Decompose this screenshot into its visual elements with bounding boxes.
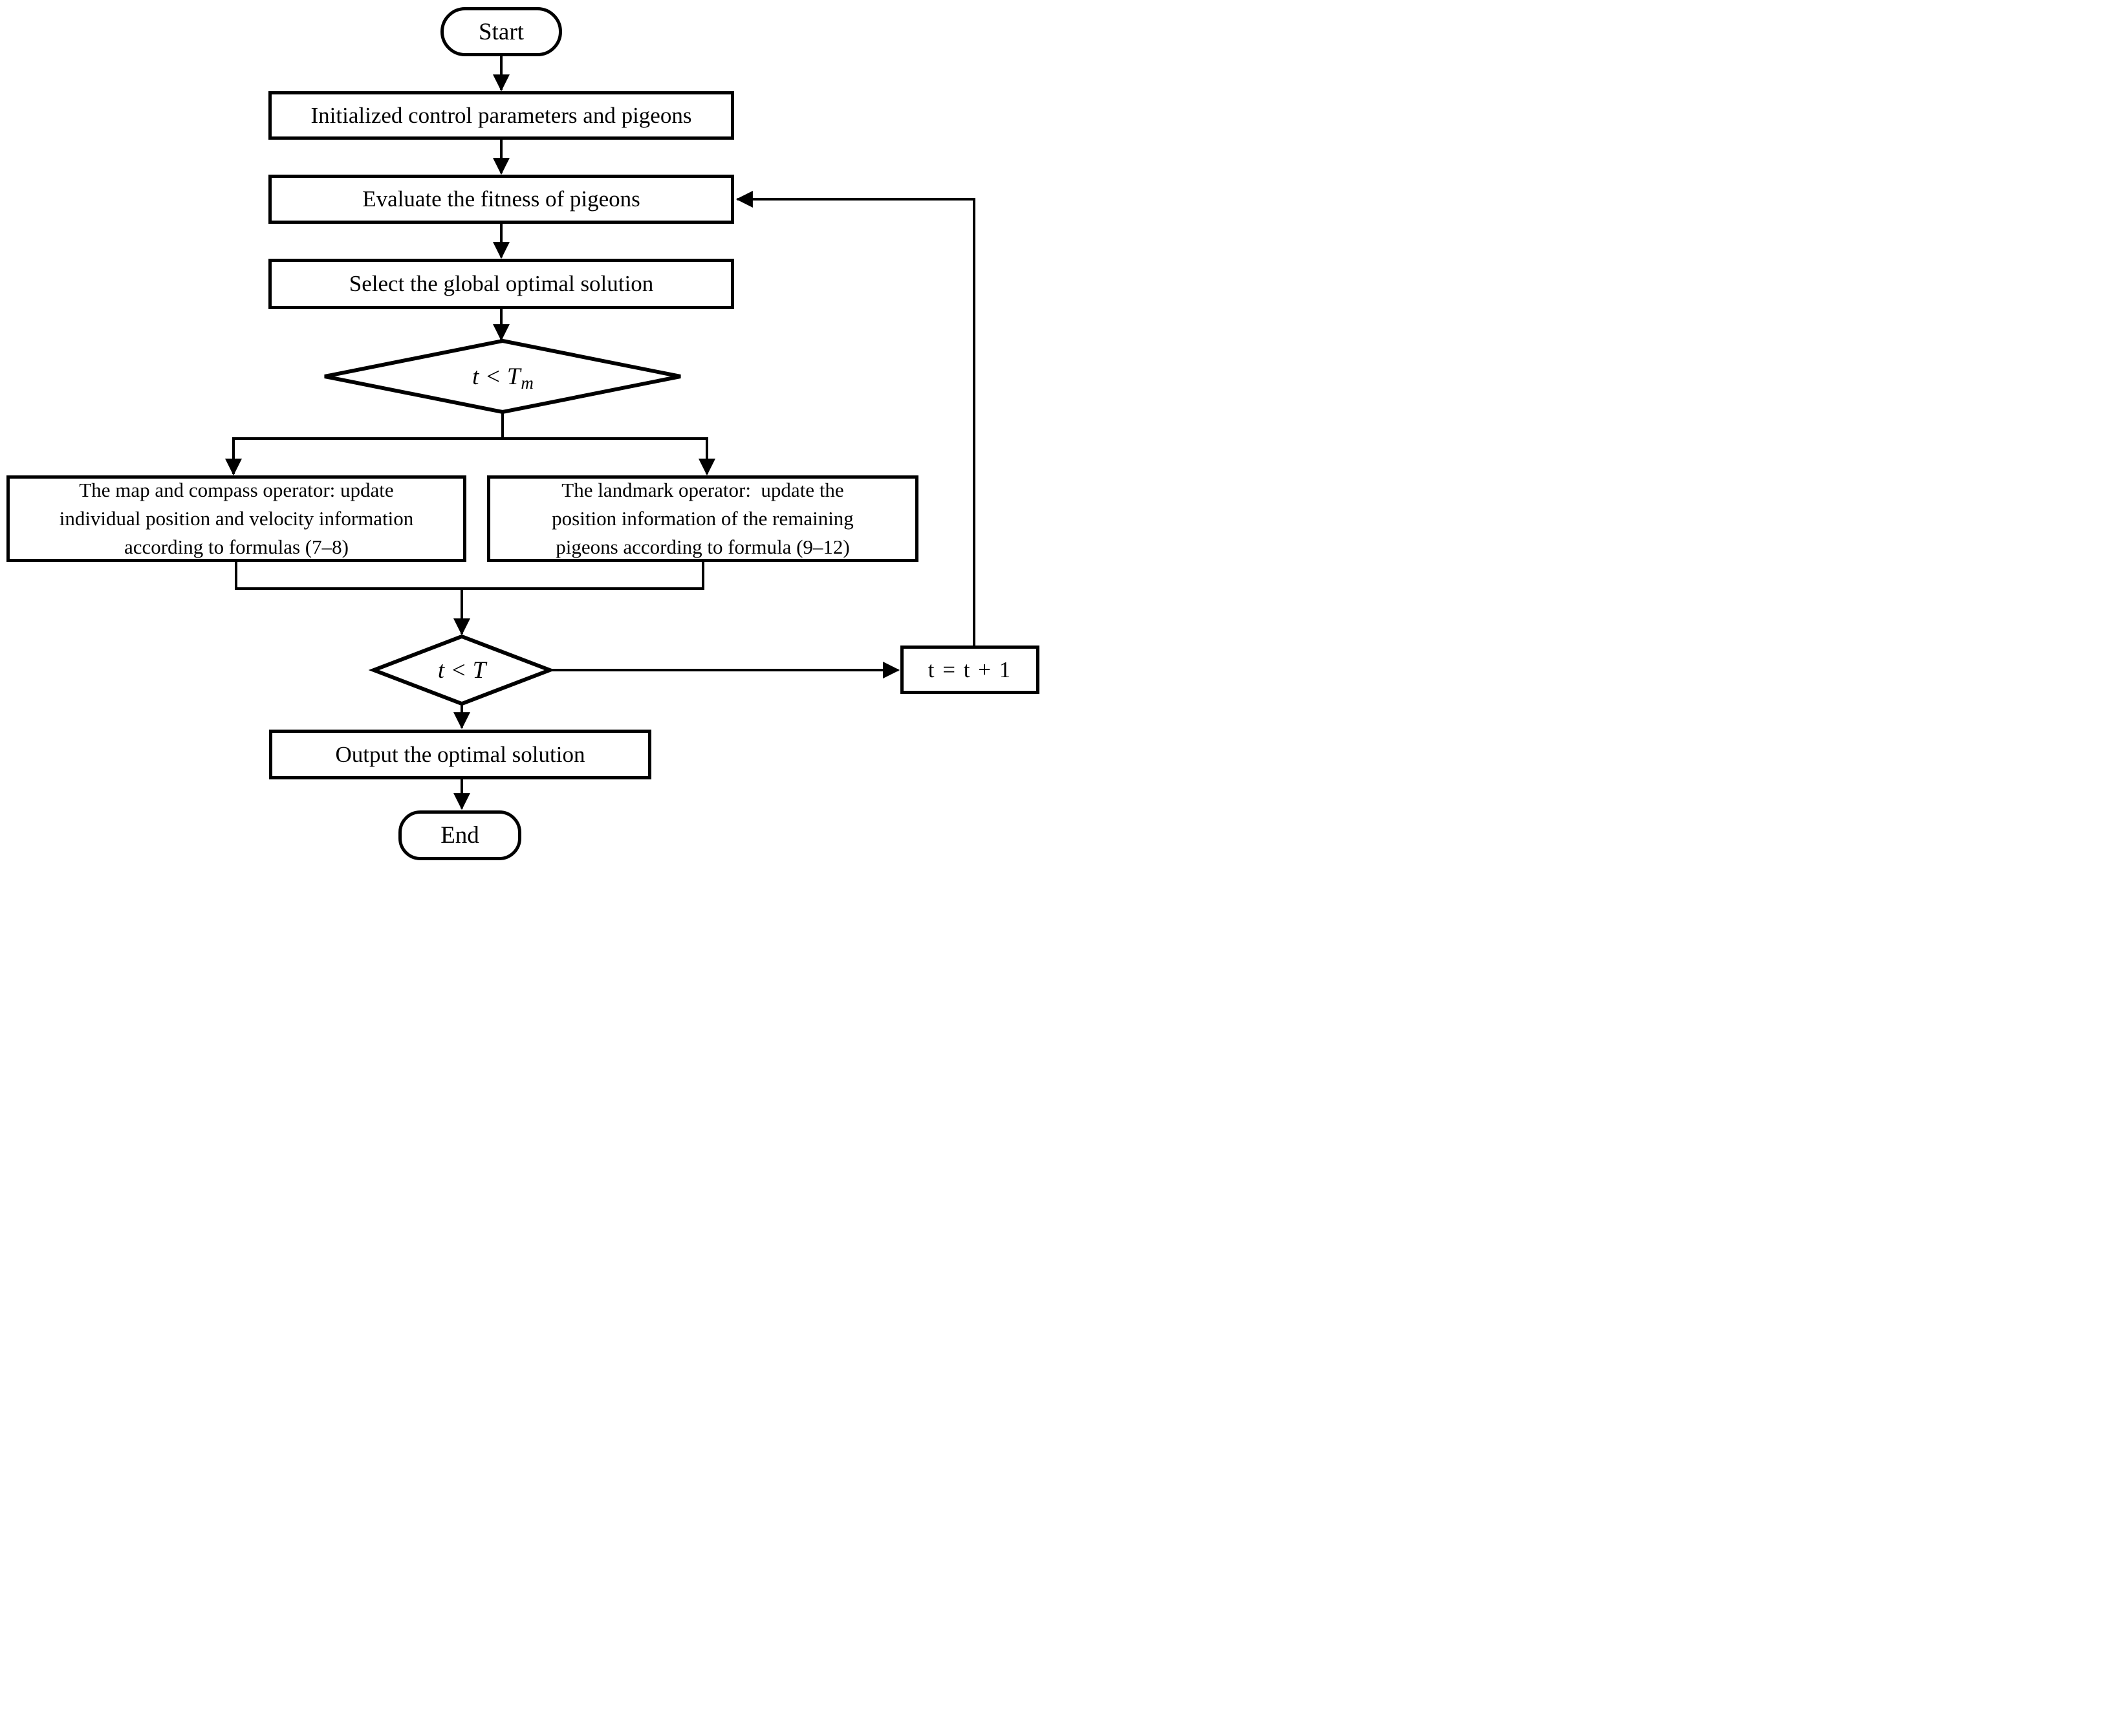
evaluate-process: Evaluate the fitness of pigeons bbox=[268, 175, 734, 224]
select-label: Select the global optimal solution bbox=[349, 271, 654, 296]
decision-diamond-t bbox=[368, 634, 556, 706]
start-terminator: Start bbox=[440, 7, 562, 56]
decision-diamond-tm bbox=[324, 338, 681, 415]
flowchart: Start Initialized control parameters and… bbox=[0, 0, 1058, 868]
output-label: Output the optimal solution bbox=[335, 741, 585, 767]
landmark-process: The landmark operator: update the positi… bbox=[487, 475, 918, 562]
flowchart-connectors bbox=[225, 56, 975, 810]
map-compass-line3: according to formulas (7–8) bbox=[124, 536, 349, 558]
evaluate-label: Evaluate the fitness of pigeons bbox=[362, 186, 640, 212]
output-process: Output the optimal solution bbox=[269, 730, 651, 779]
map-compass-line2: individual position and velocity informa… bbox=[59, 507, 414, 530]
end-terminator: End bbox=[398, 810, 521, 860]
select-process: Select the global optimal solution bbox=[268, 259, 734, 309]
start-label: Start bbox=[479, 18, 524, 45]
landmark-line1: The landmark operator: update the bbox=[561, 479, 844, 501]
map-compass-line1: The map and compass operator: update bbox=[79, 479, 394, 501]
increment-process: t = t + 1 bbox=[900, 646, 1039, 694]
end-label: End bbox=[440, 822, 479, 849]
landmark-line3: pigeons according to formula (9–12) bbox=[556, 536, 850, 558]
init-process: Initialized control parameters and pigeo… bbox=[268, 91, 734, 140]
decision-t-label: t < T bbox=[437, 656, 486, 684]
connector-decision-tm-split bbox=[232, 411, 708, 440]
connector-operators-merge bbox=[235, 561, 704, 590]
connector-increment-to-evaluate bbox=[735, 191, 975, 646]
increment-label: t = t + 1 bbox=[928, 656, 1012, 682]
map-compass-process: The map and compass operator: update ind… bbox=[6, 475, 466, 562]
landmark-line2: position information of the remaining bbox=[552, 507, 854, 530]
init-label: Initialized control parameters and pigeo… bbox=[310, 102, 692, 128]
